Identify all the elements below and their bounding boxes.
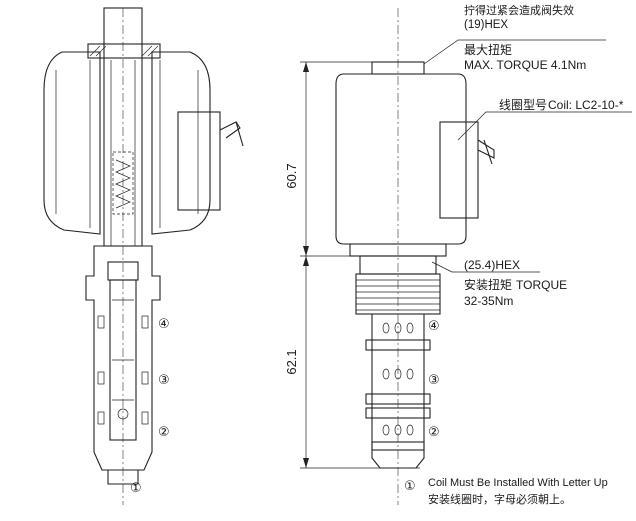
port-label-4-left: ④ [158,316,170,331]
note-cn: 安装线圈时，字母必须朝上。 [428,492,571,506]
dimension-lines [300,61,376,469]
coil-body [335,73,467,245]
port-label-4-right: ④ [428,318,440,333]
external-view [335,8,495,505]
coil-model-cn: 线圈型号 [499,98,547,112]
section-view [43,7,244,505]
top-nut-section [87,43,161,59]
thread-section [355,273,441,315]
install-torque-value: 32-35Nm [464,294,513,308]
coil-left-half [43,51,101,235]
spring [115,159,131,209]
hex-top-size: (19)HEX [464,19,508,31]
port-label-2-right: ② [428,424,440,439]
oring-2 [365,407,431,419]
coil-model-en: Coil: LC2-10-* [548,98,624,112]
oring-grooves-section [97,315,149,425]
leader-top-hex [423,39,606,65]
port-label-3-left: ③ [158,372,170,387]
port-label-1-right: ① [404,478,416,493]
note-en: Coil Must Be Installed With Letter Up [428,477,608,489]
connector-section [177,111,221,211]
dim-coil-height: 60.7 [284,163,299,188]
cartridge-section [85,245,161,471]
dim-body-length: 62.1 [284,349,299,374]
max-torque-en: MAX. TORQUE 4.1Nm [464,58,586,72]
install-torque-en: TORQUE [516,278,567,292]
oring-3 [365,393,431,405]
hex-top-warning-cn: 拧得过紧会造成阀失效 [464,3,574,17]
coil-connector [439,121,479,219]
spool [109,279,137,441]
port-label-2-left: ② [158,424,170,439]
leader-coil [457,111,632,141]
port-holes [382,322,414,436]
leader-bottom-hex [431,261,540,273]
max-torque-cn: 最大扭矩 [464,43,512,57]
port-label-1-left: ① [130,480,142,495]
port-label-3-right: ③ [428,372,440,387]
coil-right-half [151,51,211,235]
hex-bottom-size: (25.4)HEX [464,258,520,272]
install-torque-cn: 安装扭矩 [464,277,512,292]
oring-4 [365,339,431,351]
